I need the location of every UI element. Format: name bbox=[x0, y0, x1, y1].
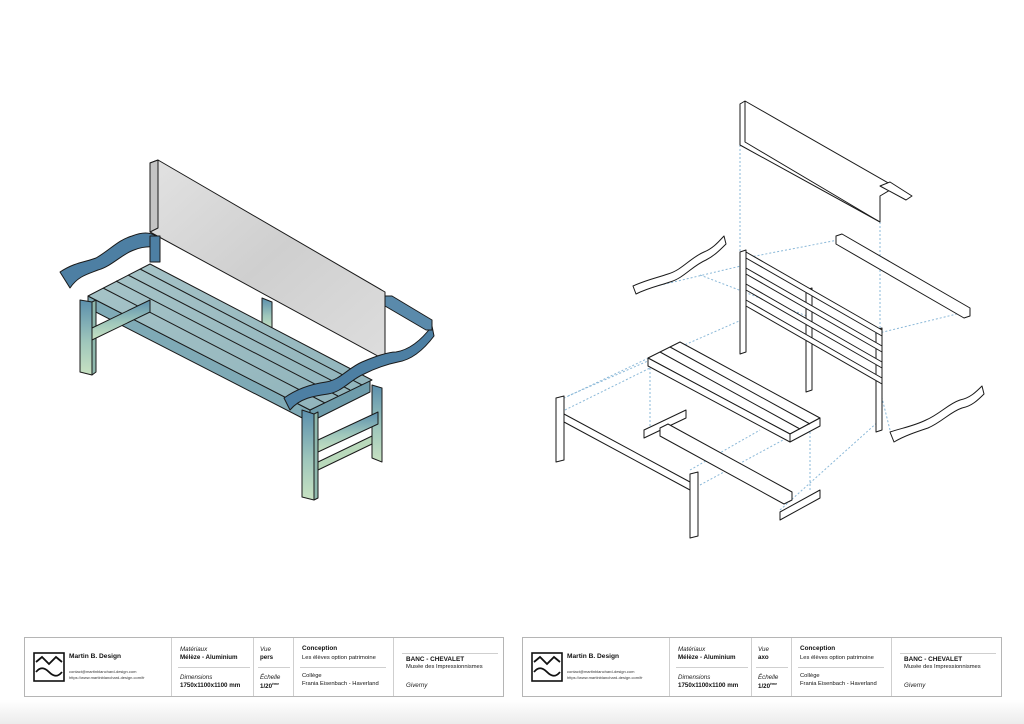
contact-website: https://www.martinblanchard-design.com/f… bbox=[567, 675, 643, 680]
project-title: BANC - CHEVALET bbox=[406, 656, 465, 663]
left-armrest-part bbox=[632, 235, 727, 295]
base-left-post bbox=[555, 395, 565, 463]
base-right-post bbox=[689, 471, 699, 539]
scale-label: Échelle bbox=[260, 674, 281, 681]
project-location: Giverny bbox=[904, 682, 926, 689]
design-column: Conception Les élèves option patrimoine … bbox=[293, 638, 394, 696]
back-slat bbox=[745, 299, 883, 385]
back-slat bbox=[745, 283, 883, 369]
project-subtitle: Musée des Impressionnismes bbox=[406, 664, 483, 670]
project-subtitle: Musée des Impressionnismes bbox=[904, 664, 981, 670]
seat-slat-line bbox=[115, 280, 339, 397]
scale-suffix: ème bbox=[770, 682, 778, 686]
right-stretcher bbox=[317, 411, 379, 453]
seat-part-side bbox=[789, 417, 821, 443]
front-left-leg bbox=[79, 299, 93, 376]
wave-logo-icon bbox=[33, 652, 65, 682]
left-stretcher bbox=[91, 299, 151, 341]
seat-slat-line bbox=[127, 274, 351, 391]
scale-value: 1/20ème bbox=[758, 682, 778, 690]
school-text: Frania Eisenbach - Haverland bbox=[302, 681, 379, 687]
contact-email: contact@martinblanchard-design.com bbox=[567, 669, 635, 674]
scale-suffix: ème bbox=[272, 682, 280, 686]
design-text: Les élèves option patrimoine bbox=[800, 655, 874, 661]
dimensions-value: 1750x1100x1100 mm bbox=[678, 682, 739, 689]
top-long-rail bbox=[835, 233, 971, 319]
materials-label: Matériaux bbox=[678, 646, 706, 653]
wave-logo-icon bbox=[531, 652, 563, 682]
bench-perspective-view bbox=[59, 159, 435, 501]
brand-column: Martin B. Design contact@martinblanchard… bbox=[25, 638, 171, 696]
front-right-leg bbox=[301, 409, 315, 501]
backrest-panel-part bbox=[739, 100, 891, 223]
seat-part-slat bbox=[659, 351, 801, 430]
dimensions-label: Dimensions bbox=[678, 674, 711, 681]
front-right-leg-side bbox=[313, 411, 319, 501]
design-title: Conception bbox=[800, 645, 836, 652]
dimensions-label: Dimensions bbox=[180, 674, 213, 681]
materials-column: Matériaux Mélèze - Aluminium Dimensions … bbox=[171, 638, 254, 696]
school-title: Collège bbox=[800, 673, 820, 679]
project-location: Giverny bbox=[406, 682, 428, 689]
design-column: Conception Les élèves option patrimoine … bbox=[791, 638, 892, 696]
assembly-guide-lines bbox=[559, 145, 966, 511]
right-lower-rail bbox=[317, 435, 373, 471]
view-column: Vue axo Échelle 1/20ème bbox=[751, 638, 792, 696]
seat-part-slat bbox=[669, 346, 811, 425]
backrest-edge bbox=[149, 159, 159, 233]
seat-slat-line bbox=[139, 268, 363, 386]
materials-value: Mélèze - Aluminium bbox=[678, 654, 736, 661]
project-column: BANC - CHEVALET Musée des Impressionnism… bbox=[393, 638, 504, 696]
project-column: BANC - CHEVALET Musée des Impressionnism… bbox=[891, 638, 1002, 696]
school-title: Collège bbox=[302, 673, 322, 679]
brand-name: Martin B. Design bbox=[69, 653, 122, 660]
title-block-perspective: Martin B. Design contact@martinblanchard… bbox=[24, 637, 504, 697]
scale-label: Échelle bbox=[758, 674, 779, 681]
materials-label: Matériaux bbox=[180, 646, 208, 653]
view-label: Vue bbox=[758, 646, 769, 653]
view-value: pers bbox=[260, 654, 274, 661]
contact-website: https://www.martinblanchard-design.com/f… bbox=[69, 675, 145, 680]
seat-leg-stub bbox=[643, 409, 687, 439]
backrest-top-cap bbox=[879, 181, 913, 201]
right-armrest bbox=[283, 325, 435, 411]
brand-column: Martin B. Design contact@martinblanchard… bbox=[523, 638, 669, 696]
design-text: Les élèves option patrimoine bbox=[302, 655, 376, 661]
back-slat bbox=[745, 267, 883, 353]
title-block-axonometric: Martin B. Design contact@martinblanchard… bbox=[522, 637, 1002, 697]
materials-value: Mélèze - Aluminium bbox=[180, 654, 238, 661]
back-frame-left-post bbox=[739, 249, 747, 355]
brand-name: Martin B. Design bbox=[567, 653, 620, 660]
right-armrest-rail bbox=[384, 295, 433, 331]
bench-exploded-view bbox=[555, 100, 985, 539]
view-value: axo bbox=[758, 654, 769, 661]
base-long-rail bbox=[563, 413, 691, 491]
school-text: Frania Eisenbach - Haverland bbox=[800, 681, 877, 687]
contact-email: contact@martinblanchard-design.com bbox=[69, 669, 137, 674]
materials-column: Matériaux Mélèze - Aluminium Dimensions … bbox=[669, 638, 752, 696]
dimensions-value: 1750x1100x1100 mm bbox=[180, 682, 241, 689]
page-bottom-shadow bbox=[0, 700, 1024, 724]
back-slat bbox=[745, 251, 883, 337]
seat-leg-stub bbox=[779, 489, 821, 521]
left-armrest-post bbox=[149, 235, 161, 263]
right-armrest-part bbox=[889, 385, 985, 443]
project-title: BANC - CHEVALET bbox=[904, 656, 963, 663]
base-short-rail bbox=[659, 423, 793, 505]
design-title: Conception bbox=[302, 645, 338, 652]
seat-top bbox=[87, 263, 373, 411]
view-column: Vue pers Échelle 1/20ème bbox=[253, 638, 294, 696]
scale-value: 1/20ème bbox=[260, 682, 280, 690]
view-label: Vue bbox=[260, 646, 271, 653]
